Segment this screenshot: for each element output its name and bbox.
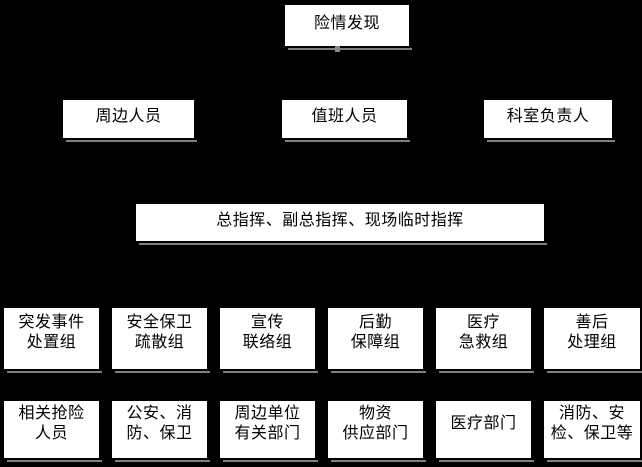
- node-medical-department: 医疗部门: [435, 400, 534, 462]
- node-label: 后勤 保障组: [350, 313, 401, 351]
- node-label: 安全保卫 疏散组: [126, 313, 193, 351]
- node-label: 相关抢险 人员: [18, 404, 85, 442]
- node-label: 公安、消 防、保卫: [126, 404, 193, 442]
- node-department-head: 科室负责人: [483, 99, 615, 142]
- node-incident-discovery: 险情发现: [284, 4, 412, 50]
- node-duty-personnel: 值班人员: [281, 99, 410, 142]
- node-label: 物资 供应部门: [342, 404, 409, 442]
- node-label: 医疗 急救组: [458, 313, 509, 351]
- node-emergency-handling-team: 突发事件 处置组: [3, 307, 102, 373]
- node-command-group: 总指挥、副总指挥、现场临时指挥: [135, 203, 547, 245]
- node-label: 消防、安 检、保卫等: [550, 404, 634, 442]
- node-nearby-unit-departments: 周边单位 有关部门: [219, 400, 318, 462]
- node-label: 科室负责人: [506, 108, 590, 125]
- node-rescue-personnel: 相关抢险 人员: [3, 400, 102, 462]
- node-label: 医疗部门: [450, 414, 517, 432]
- node-security-evacuation-team: 安全保卫 疏散组: [111, 307, 210, 373]
- node-nearby-personnel: 周边人员: [62, 99, 197, 142]
- connector-tick-icon: [335, 46, 340, 52]
- node-medical-rescue-team: 医疗 急救组: [435, 307, 534, 373]
- node-aftermath-handling-team: 善后 处理组: [543, 307, 642, 373]
- node-police-fire-security: 公安、消 防、保卫: [111, 400, 210, 462]
- node-label: 宣传 联络组: [242, 313, 293, 351]
- node-label: 善后 处理组: [567, 313, 617, 351]
- node-material-supply-department: 物资 供应部门: [327, 400, 426, 462]
- node-label: 总指挥、副总指挥、现场临时指挥: [216, 211, 464, 229]
- node-label: 值班人员: [311, 108, 378, 125]
- node-publicity-liaison-team: 宣传 联络组: [219, 307, 318, 373]
- node-logistics-support-team: 后勤 保障组: [327, 307, 426, 373]
- node-fire-safety-security-etc: 消防、安 检、保卫等: [543, 400, 642, 462]
- node-label: 突发事件 处置组: [18, 313, 85, 351]
- node-label: 周边单位 有关部门: [234, 404, 301, 442]
- node-label: 险情发现: [313, 14, 380, 32]
- node-label: 周边人员: [95, 108, 162, 125]
